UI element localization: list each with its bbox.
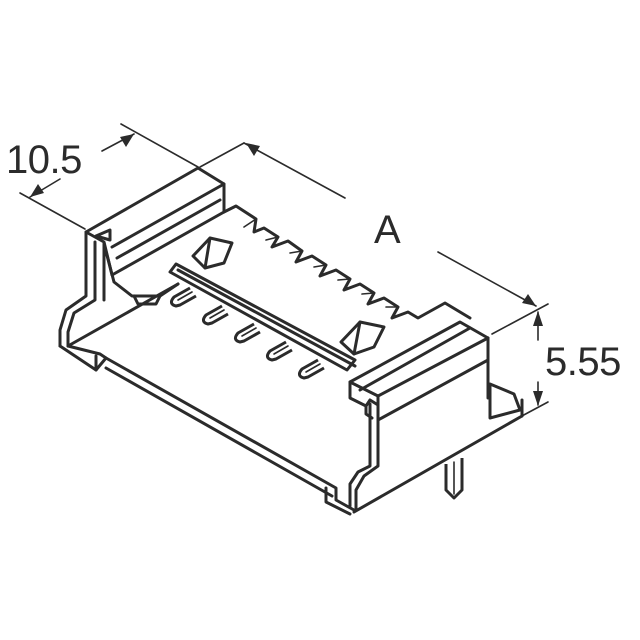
dimension-height-label: 5.55 [545, 340, 621, 384]
dimension-depth [19, 123, 199, 230]
dimension-length [199, 142, 549, 335]
pins [169, 286, 325, 380]
dimension-length-label: A [374, 208, 401, 252]
dimension-height [519, 311, 549, 418]
dimension-depth-label: 10.5 [6, 138, 82, 182]
connector-body [58, 166, 524, 516]
